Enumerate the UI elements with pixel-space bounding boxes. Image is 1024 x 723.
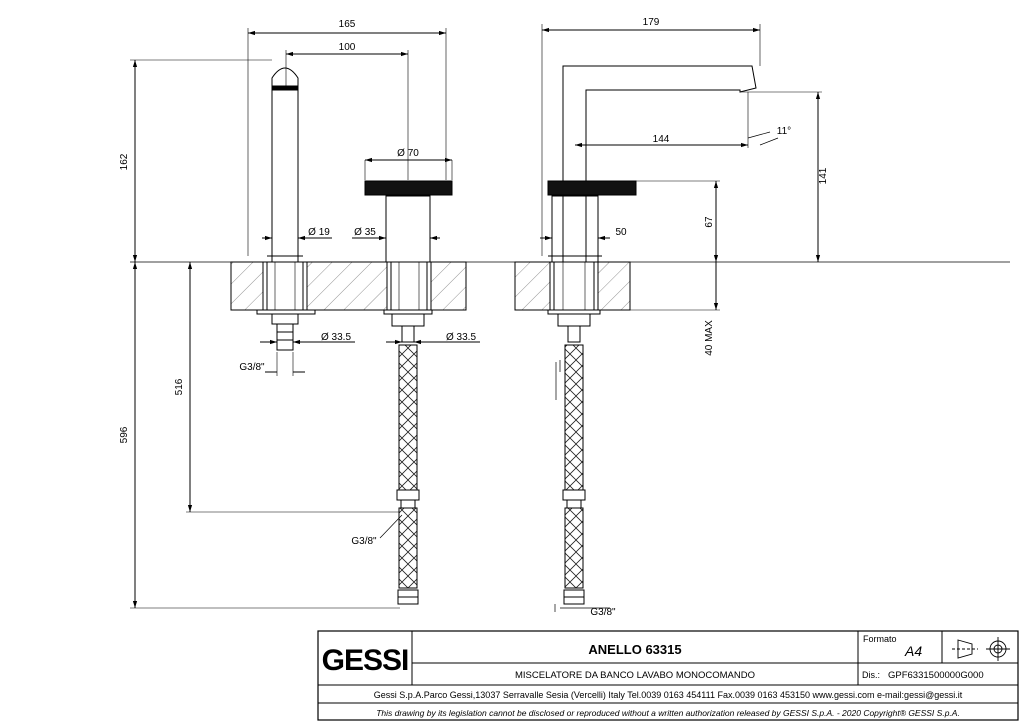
product-name: ANELLO 63315 (588, 642, 681, 657)
formato-value: A4 (904, 643, 922, 659)
legal-notice: This drawing by its legislation cannot b… (376, 708, 960, 718)
front-view-labels: 165 100 162 596 516 Ø 70 Ø 19 Ø 35 Ø 33.… (119, 19, 476, 547)
dim-100: 100 (339, 42, 356, 53)
dim-165: 165 (339, 19, 356, 30)
projection-symbol-icon (952, 637, 1010, 661)
dim-179: 179 (643, 17, 660, 28)
dim-g38-left: G3/8" (239, 362, 265, 373)
dim-596: 596 (119, 426, 130, 443)
side-view (514, 24, 822, 612)
dis-label: Dis.: (862, 670, 880, 680)
product-description: MISCELATORE DA BANCO LAVABO MONOCOMANDO (515, 670, 755, 681)
title-block (317, 630, 1019, 721)
title-block-text: GESSI ANELLO 63315 MISCELATORE DA BANCO … (322, 634, 984, 718)
spout-side-profile (562, 65, 757, 262)
dim-dia70: Ø 70 (397, 148, 419, 159)
dim-dia35: Ø 35 (354, 227, 376, 238)
dis-value: GPF6331500000G000 (888, 670, 984, 681)
dim-11deg: 11° (777, 126, 791, 137)
flexible-hose (398, 344, 418, 491)
dim-dia19: Ø 19 (308, 227, 330, 238)
dim-dia33-left: Ø 33.5 (321, 332, 351, 343)
mixer-body (385, 195, 431, 263)
dim-50: 50 (615, 227, 627, 238)
formato-label: Formato (863, 634, 897, 644)
company-address: Gessi S.p.A.Parco Gessi,13037 Serravalle… (374, 690, 963, 700)
dim-g38-hose: G3/8" (351, 536, 377, 547)
side-view-labels: 179 144 11° 141 67 50 40 MAX G3/8" (590, 17, 829, 618)
dim-dia33-right: Ø 33.5 (446, 332, 476, 343)
spout-body (271, 87, 299, 263)
handle-ring (364, 180, 453, 196)
dim-g38-side: G3/8" (590, 607, 616, 618)
dim-141: 141 (818, 167, 829, 184)
dim-516: 516 (174, 378, 185, 395)
front-view (130, 28, 1010, 609)
dim-162: 162 (119, 153, 130, 170)
dim-67: 67 (704, 216, 715, 228)
dim-144: 144 (653, 134, 670, 145)
flexible-hose-side (564, 344, 584, 491)
gessi-logo: GESSI (322, 644, 409, 677)
dim-40max: 40 MAX (704, 320, 715, 356)
